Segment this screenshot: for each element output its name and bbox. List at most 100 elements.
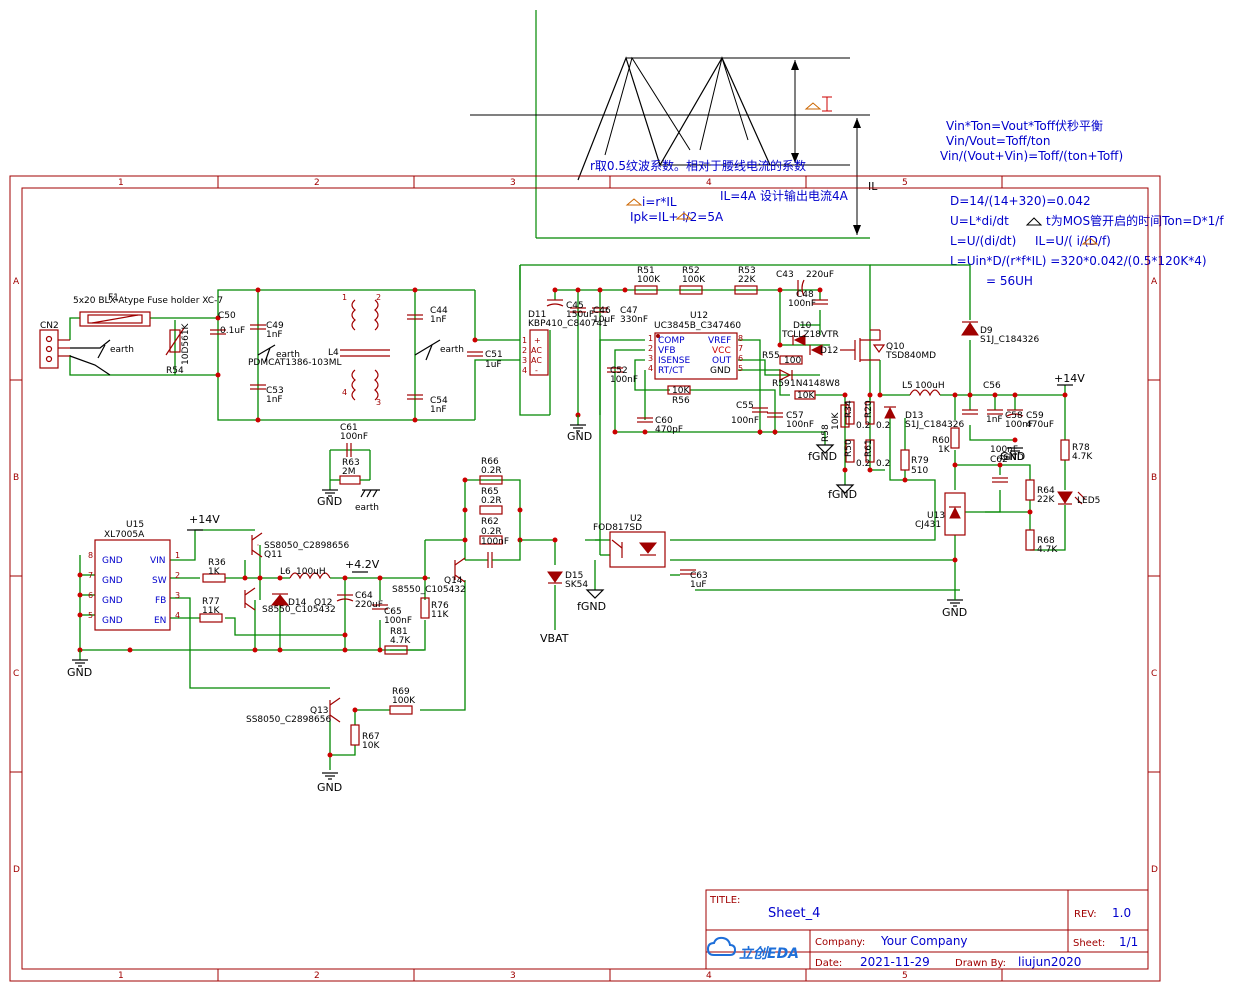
label-u15v: XL7005A xyxy=(104,530,145,540)
l-calc: L=Uin*D/(r*f*IL) =320*0.042/(0.5*120K*4) xyxy=(950,254,1207,268)
label-gnd-b: GND xyxy=(567,430,592,443)
label-r53: R53 xyxy=(738,266,756,276)
label-r50: R50 xyxy=(844,439,854,457)
label-c62: C62 xyxy=(990,455,1008,465)
row-label-left-d: D xyxy=(13,865,20,875)
svg-text:1: 1 xyxy=(522,336,527,345)
label-r68: R68 xyxy=(1037,536,1055,546)
ton-note: t为MOS管开启的时间Ton=D*1/f xyxy=(1046,213,1224,228)
label-r66v: 0.2R xyxy=(481,466,502,476)
bridge-rectifier-d11: + AC AC - 1 2 3 4 xyxy=(522,329,549,376)
label-u13: U13 xyxy=(927,511,945,521)
capacitor-c49 xyxy=(250,324,266,330)
label-c58v: 100nF xyxy=(1005,420,1033,430)
lceda-logo: 立创EDA xyxy=(739,945,799,962)
label-l5: L5 xyxy=(902,381,913,391)
ground-symbol-fgnd-1 xyxy=(815,444,835,454)
label-gnd8: GND xyxy=(102,556,123,566)
label-d12: D12 xyxy=(820,346,838,356)
label-earth1: earth xyxy=(110,345,134,355)
capacitor-c57 xyxy=(767,412,783,418)
svg-text:3: 3 xyxy=(648,354,653,363)
capacitor-c59 xyxy=(1006,409,1024,417)
ground-symbol-gnd-a xyxy=(322,489,338,497)
label-c48: C48 xyxy=(796,290,814,300)
label-l4: L4 xyxy=(328,348,339,358)
svg-text:1: 1 xyxy=(175,551,180,560)
label-r64v: 22K xyxy=(1037,495,1055,505)
row-label-right-b: B xyxy=(1151,473,1157,483)
resistor-r58 xyxy=(840,404,850,428)
label-en: EN xyxy=(154,616,166,626)
rev-label: REV: xyxy=(1074,909,1097,920)
resistor-r56 xyxy=(667,385,691,395)
label-c43v: 220uF xyxy=(806,270,834,280)
resistor-r62 xyxy=(479,535,503,545)
ground-symbol-gnd-b xyxy=(570,415,586,432)
label-gnd-f: GND xyxy=(317,781,342,794)
label-r52: R52 xyxy=(682,266,700,276)
il-axis-label: IL xyxy=(868,180,878,193)
label-c63v: 1uF xyxy=(690,580,707,590)
row-label-left-c: C xyxy=(13,669,19,679)
label-r62: R62 xyxy=(481,517,499,527)
label-q14: Q14 xyxy=(444,576,463,586)
inductor-l5 xyxy=(909,389,941,397)
label-c62v: 100nF xyxy=(990,445,1018,455)
duty-eq: D=14/(14+320)=0.042 xyxy=(950,194,1091,208)
capacitor-c58 xyxy=(987,409,1003,415)
resistor-r34 xyxy=(845,401,855,425)
row-label-right-c: C xyxy=(1151,669,1157,679)
label-c53: C53 xyxy=(266,386,284,396)
label-r69: R69 xyxy=(392,687,410,697)
resistor-r36 xyxy=(202,573,226,583)
label-r79: R79 xyxy=(911,456,929,466)
row-label-right-d: D xyxy=(1151,865,1158,875)
label-c54: C54 xyxy=(430,396,448,406)
wires xyxy=(69,264,1066,770)
label-d13: D13 xyxy=(905,411,923,421)
capacitor-c50 xyxy=(210,329,226,335)
capacitor-c60 xyxy=(637,417,653,423)
delta-i-note: i=r*IL xyxy=(642,195,677,209)
svg-text:4: 4 xyxy=(522,366,527,375)
svg-text:3: 3 xyxy=(522,356,527,365)
transistor-q13 xyxy=(329,697,341,723)
label-r52v: 100K xyxy=(682,275,706,285)
label-u15: U15 xyxy=(126,520,144,530)
label-r51v: 100K xyxy=(637,275,661,285)
label-c49v: 1nF xyxy=(266,330,283,340)
svg-text:AC: AC xyxy=(531,356,542,365)
resistor-r67 xyxy=(350,724,360,746)
label-d9v: S1J_C184326 xyxy=(980,335,1040,345)
label-c53v: 1nF xyxy=(266,395,283,405)
row-label-left-b: B xyxy=(13,473,19,483)
capacitor-c52 xyxy=(607,367,623,373)
label-r20v: 0.2 xyxy=(876,421,890,431)
label-r64: R64 xyxy=(1037,486,1055,496)
row-label-left-a: A xyxy=(13,277,20,287)
label-c51: C51 xyxy=(485,350,503,360)
label-r77: R77 xyxy=(202,597,220,607)
capacitor-c46 xyxy=(570,307,586,313)
label-earth3: earth xyxy=(440,345,464,355)
capacitor-c54 xyxy=(407,394,423,400)
label-c45: C45 xyxy=(566,301,584,311)
transistor-q11b xyxy=(244,587,256,611)
label-gnd-a: GND xyxy=(317,495,342,508)
label-l6: L6 xyxy=(280,567,291,577)
zener-d10 xyxy=(792,334,806,346)
label-d11: D11 xyxy=(528,310,546,320)
col-label-top-1: 1 xyxy=(118,178,124,188)
label-r68v: 4.7K xyxy=(1037,545,1058,555)
capacitor-c51 xyxy=(467,351,483,357)
label-r69v: 100K xyxy=(392,696,416,706)
label-c57: C57 xyxy=(786,411,804,421)
junction-dots xyxy=(77,287,1068,758)
ground-symbol-gnd-c xyxy=(1007,447,1023,455)
svg-text:+: + xyxy=(534,336,541,345)
label-r20: R20 xyxy=(864,400,874,418)
label-c63: C63 xyxy=(690,571,708,581)
diode-d15 xyxy=(547,571,563,584)
svg-text:AC: AC xyxy=(531,346,542,355)
